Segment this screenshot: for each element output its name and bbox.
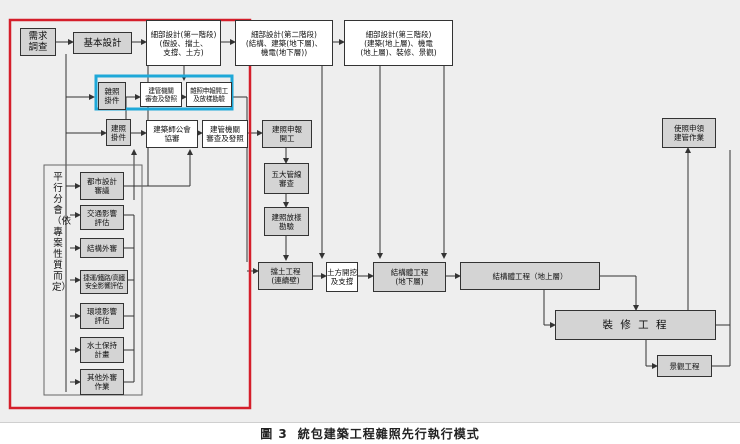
rail-safety-impact-box: 捷運/鐵路/高鐵 安全影響評估 xyxy=(80,270,128,294)
earthwork-box: 土方開挖 及支撐 xyxy=(326,262,358,292)
building-permit-filing-box: 建照 掛件 xyxy=(106,119,131,146)
parallel-review-label: 平行分會（依專案性質而定） xyxy=(52,172,72,293)
blue-highlight-frame xyxy=(94,74,234,111)
misc-permit-filing-box: 雜照 掛件 xyxy=(98,82,126,110)
superstructure-work-box: 結構體工程（地上層） xyxy=(460,262,600,290)
building-authority-review-box: 建管機關 審查及發照 xyxy=(202,120,248,148)
substructure-work-box: 結構體工程 (地下層) xyxy=(373,262,446,292)
soil-water-plan-box: 水土保持 計畫 xyxy=(80,337,124,363)
misc-permit-review-box: 建管機關 審查及發照 xyxy=(140,82,182,107)
figure-caption: 圖 3 統包建築工程雜照先行執行模式 xyxy=(0,424,740,444)
landscape-work-box: 景觀工程 xyxy=(657,355,712,377)
traffic-impact-box: 交通影響 評估 xyxy=(80,205,124,230)
occupancy-permit-box: 使照申領 建管作業 xyxy=(662,118,716,148)
five-pipelines-review-box: 五大管線 審查 xyxy=(264,163,309,194)
detail-design-phase1-box: 細部設計(第一階段) (假設、擋土、 支撐、土方) xyxy=(146,20,221,66)
figure-title: 統包建築工程雜照先行執行模式 xyxy=(297,427,480,441)
parallel-review-outline xyxy=(43,164,143,396)
architects-association-box: 建築師公會 協審 xyxy=(146,120,198,148)
other-external-review-box: 其他外審 作業 xyxy=(80,369,124,395)
needs-survey-box: 需求 調查 xyxy=(20,28,56,56)
structure-external-review-box: 結構外審 xyxy=(80,238,124,258)
misc-permit-start-box: 雜照申報開工 及放樣勘驗 xyxy=(186,82,232,107)
building-permit-start-box: 建照申報 開工 xyxy=(262,120,312,148)
detail-design-phase3-box: 細部設計(第三階段) (建築(地上層)、機電 (地上層)、裝修、景觀) xyxy=(344,20,453,66)
basic-design-box: 基本設計 xyxy=(73,32,132,54)
figure-number: 圖 3 xyxy=(260,427,288,441)
finishing-work-box: 裝 修 工 程 xyxy=(555,310,716,340)
setout-inspection-box: 建照放樣 勘驗 xyxy=(264,207,309,236)
red-highlight-frame xyxy=(8,18,252,410)
retaining-wall-work-box: 擋土工程 (連續壁) xyxy=(258,262,313,290)
detail-design-phase2-box: 細部設計(第二階段) (結構、建築(地下層)、 機電(地下層)) xyxy=(235,20,333,66)
urban-design-review-box: 都市設計 審議 xyxy=(80,172,124,200)
environmental-impact-box: 環境影響 評估 xyxy=(80,303,124,329)
